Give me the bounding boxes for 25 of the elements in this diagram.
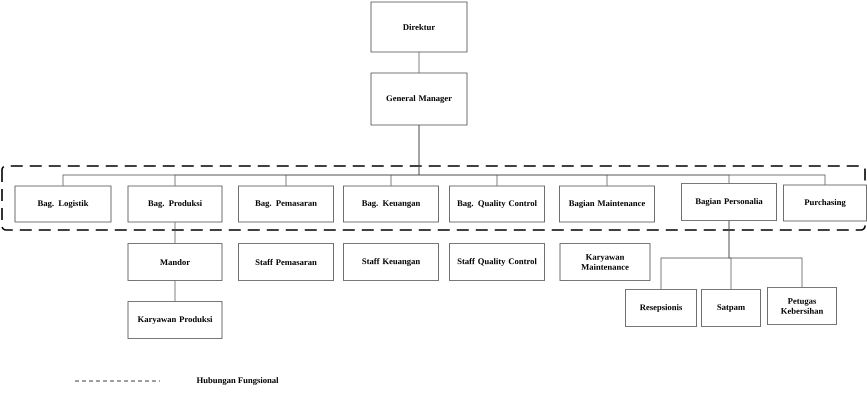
org-box: Karyawan Produksi (128, 301, 222, 339)
org-box: Purchasing (783, 184, 867, 222)
org-box: Direktur (370, 2, 468, 52)
connector-line (418, 52, 420, 73)
connector-line (174, 280, 176, 302)
org-box: Mandor (128, 243, 222, 281)
org-box: Karyawan Maintenance (560, 243, 650, 281)
org-box: Satpam (701, 289, 761, 327)
org-box: Bagian Maintenance (559, 186, 655, 222)
org-box: Staff Quality Control (449, 243, 545, 281)
org-box: Resepsionis (625, 289, 697, 327)
org-box: Staff Pemasaran (238, 243, 334, 281)
org-box: Bagian Personalia (681, 183, 777, 221)
org-box: General Manager (370, 72, 468, 126)
org-box: Bag. Keuangan (343, 186, 439, 222)
connector-line (728, 220, 802, 288)
connector-line (418, 125, 826, 185)
org-box: Bag. Produksi (128, 186, 222, 222)
org-box: Bag. Logistik (14, 186, 112, 222)
org-box: Bag. Quality Control (449, 186, 545, 222)
org-box: Bag. Pemasaran (238, 186, 334, 222)
org-box: Petugas Kebersihan (767, 287, 837, 325)
legend-label: Hubungan Fungsional (196, 377, 278, 385)
org-box: Staff Keuangan (343, 243, 439, 281)
connector-line (174, 222, 176, 244)
